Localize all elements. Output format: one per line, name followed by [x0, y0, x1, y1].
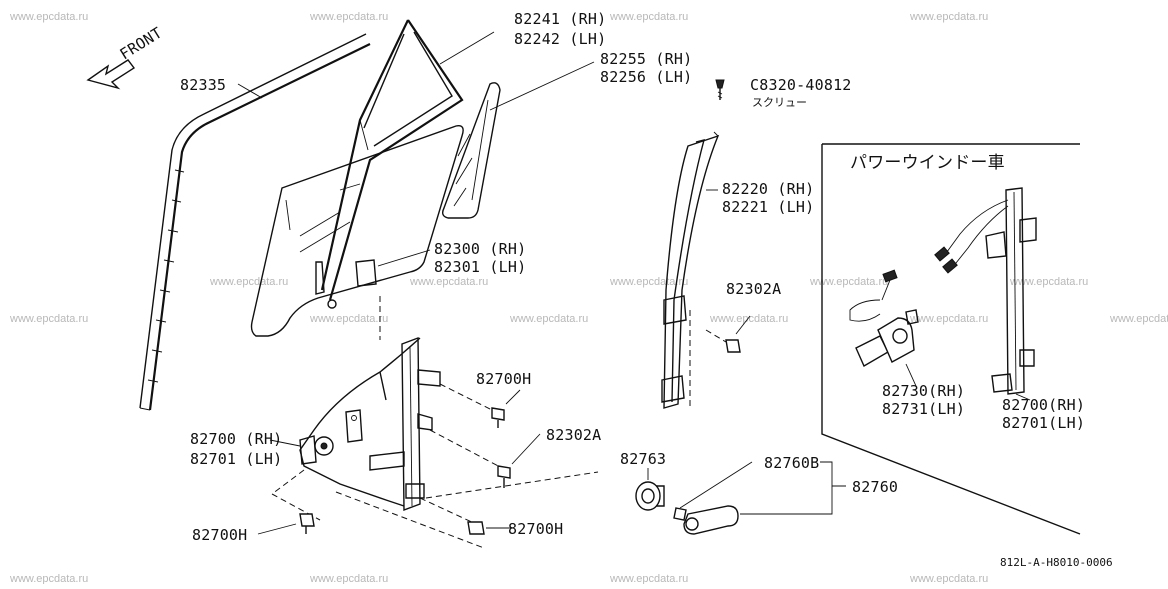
watermark: www.epcdata.ru	[909, 313, 988, 325]
label-82335: 82335	[180, 76, 226, 94]
watermark: www.epcdata.ru	[9, 573, 88, 584]
screw-C8320-40812	[715, 79, 725, 100]
label-82700-rh: 82700 (RH)	[190, 430, 282, 448]
front-label: FRONT	[117, 24, 166, 64]
run-channel-82335	[139, 33, 371, 411]
label-82700H-upper: 82700H	[476, 370, 531, 388]
door-glass-82300	[250, 125, 464, 337]
watermark: www.epcdata.ru	[309, 573, 388, 584]
watermark: www.epcdata.ru	[909, 573, 988, 584]
watermark: www.epcdata.ru	[809, 276, 888, 288]
watermark: www.epcdata.ru	[509, 313, 588, 325]
label-82242: 82242 (LH)	[514, 30, 606, 48]
manual-regulator	[269, 296, 599, 549]
watermark: www.epcdata.ru	[609, 11, 688, 23]
sash-channel-82220	[661, 131, 720, 410]
vent-frame-82241	[320, 19, 495, 301]
watermark: www.epcdata.ru	[409, 276, 488, 288]
label-82302A-lower: 82302A	[546, 426, 601, 444]
bolt-82302A-b	[497, 433, 541, 488]
label-82700-inset: 82700(RH)	[1002, 396, 1085, 414]
label-82701-lh: 82701 (LH)	[190, 450, 282, 468]
label-82301: 82301 (LH)	[434, 258, 526, 276]
watermark: www.epcdata.ru	[9, 313, 88, 325]
label-82701-inset: 82701(LH)	[1002, 414, 1085, 432]
label-screw-name: スクリュー	[752, 96, 807, 109]
bolt-82700H-a	[491, 389, 521, 428]
leader	[489, 61, 595, 111]
label-82255: 82255 (RH)	[600, 50, 692, 68]
label-82221: 82221 (LH)	[722, 198, 814, 216]
watermark: www.epcdata.ru	[9, 11, 88, 23]
leader	[377, 249, 431, 267]
watermark: www.epcdata.ru	[309, 313, 388, 325]
leader	[439, 31, 495, 65]
label-82256: 82256 (LH)	[600, 68, 692, 86]
bolt-82302A-a	[705, 315, 751, 353]
watermarks: www.epcdata.ru www.epcdata.ru www.epcdat…	[9, 11, 1168, 585]
watermark: www.epcdata.ru	[1009, 276, 1088, 288]
label-82220: 82220 (RH)	[722, 180, 814, 198]
washer-82763	[635, 468, 665, 511]
watermark: www.epcdata.ru	[1109, 313, 1168, 325]
watermark: www.epcdata.ru	[609, 573, 688, 584]
label-82760B: 82760B	[764, 454, 819, 472]
bolt-82700H-b	[257, 513, 315, 535]
label-82700H-lower: 82700H	[508, 520, 563, 538]
part-labels: 82335 82241 (RH) 82242 (LH) 82255 (RH) 8…	[180, 10, 1085, 544]
leader	[237, 83, 263, 99]
handle-82760	[673, 461, 846, 535]
reference-code: 812L-A-H8010-0006	[1000, 556, 1113, 569]
watermark: www.epcdata.ru	[709, 313, 788, 325]
watermark: www.epcdata.ru	[209, 276, 288, 288]
watermark: www.epcdata.ru	[909, 11, 988, 23]
label-82241: 82241 (RH)	[514, 10, 606, 28]
watermark: www.epcdata.ru	[309, 11, 388, 23]
front-arrow: FRONT	[86, 24, 166, 90]
watermark: www.epcdata.ru	[609, 276, 688, 288]
label-82760: 82760	[852, 478, 898, 496]
label-82300: 82300 (RH)	[434, 240, 526, 258]
label-82730: 82730(RH)	[882, 382, 965, 400]
label-82763: 82763	[620, 450, 666, 468]
quarter-glass-82255	[441, 61, 595, 219]
label-screw-code: C8320-40812	[750, 76, 852, 94]
power-window-inset: パワーウインドー車	[821, 143, 1081, 535]
inset-title: パワーウインドー車	[850, 153, 1005, 173]
label-82302A-right: 82302A	[726, 280, 781, 298]
label-82700H-left: 82700H	[192, 526, 247, 544]
bolt-82700H-c	[467, 521, 512, 535]
label-82731: 82731(LH)	[882, 400, 965, 418]
